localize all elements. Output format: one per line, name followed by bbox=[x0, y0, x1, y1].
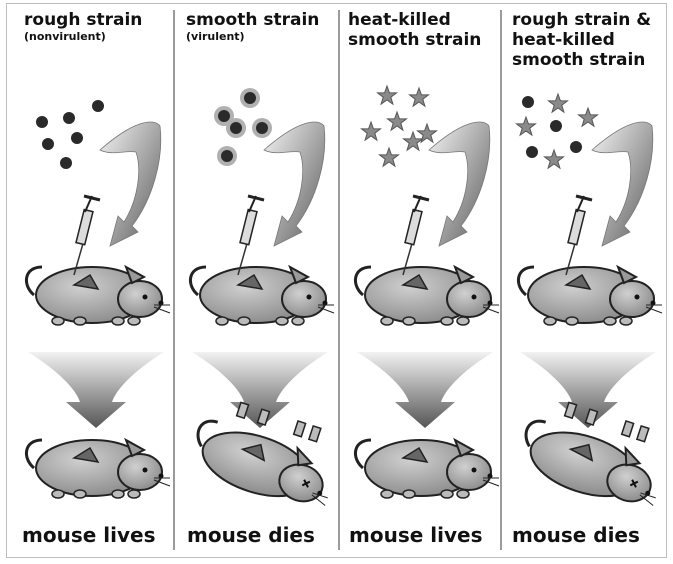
panel-smooth-strain: smooth strain (virulent) mouse dies bbox=[178, 0, 342, 564]
outcome-label: mouse dies bbox=[512, 523, 640, 547]
mouse-icon bbox=[190, 267, 334, 325]
mouse-icon bbox=[355, 267, 499, 325]
experiment-illustration bbox=[343, 0, 507, 520]
curved-arrow-icon bbox=[100, 122, 161, 246]
mouse-icon bbox=[186, 393, 342, 515]
bacteria-icon bbox=[36, 100, 104, 169]
bacteria-icon bbox=[362, 86, 437, 166]
curved-arrow-icon bbox=[429, 122, 490, 246]
experiment-illustration bbox=[178, 0, 342, 520]
mouse-icon bbox=[355, 440, 499, 498]
syringe-icon bbox=[566, 196, 592, 275]
panel-rough-strain: rough strain (nonvirulent) mouse lives bbox=[14, 0, 178, 564]
syringe-icon bbox=[238, 196, 264, 275]
mouse-icon bbox=[26, 440, 170, 498]
outcome-label: mouse dies bbox=[187, 523, 315, 547]
mouse-icon bbox=[514, 393, 670, 515]
mouse-icon bbox=[518, 267, 662, 325]
mouse-icon bbox=[26, 267, 170, 325]
experiment-illustration bbox=[14, 0, 178, 520]
outcome-label: mouse lives bbox=[349, 523, 482, 547]
curved-arrow-icon bbox=[592, 122, 653, 246]
syringe-icon bbox=[403, 196, 429, 275]
curved-arrow-icon bbox=[264, 122, 325, 246]
panel-heat-killed: heat-killed smooth strain mouse lives bbox=[343, 0, 507, 564]
funnel-arrow-icon bbox=[357, 352, 493, 428]
syringe-icon bbox=[74, 196, 100, 275]
bacteria-icon bbox=[517, 94, 598, 168]
experiment-illustration bbox=[506, 0, 670, 520]
panel-mixed: rough strain & heat-killed smooth strain… bbox=[506, 0, 670, 564]
outcome-label: mouse lives bbox=[22, 523, 155, 547]
funnel-arrow-icon bbox=[28, 352, 164, 428]
bacteria-icon bbox=[214, 88, 272, 166]
